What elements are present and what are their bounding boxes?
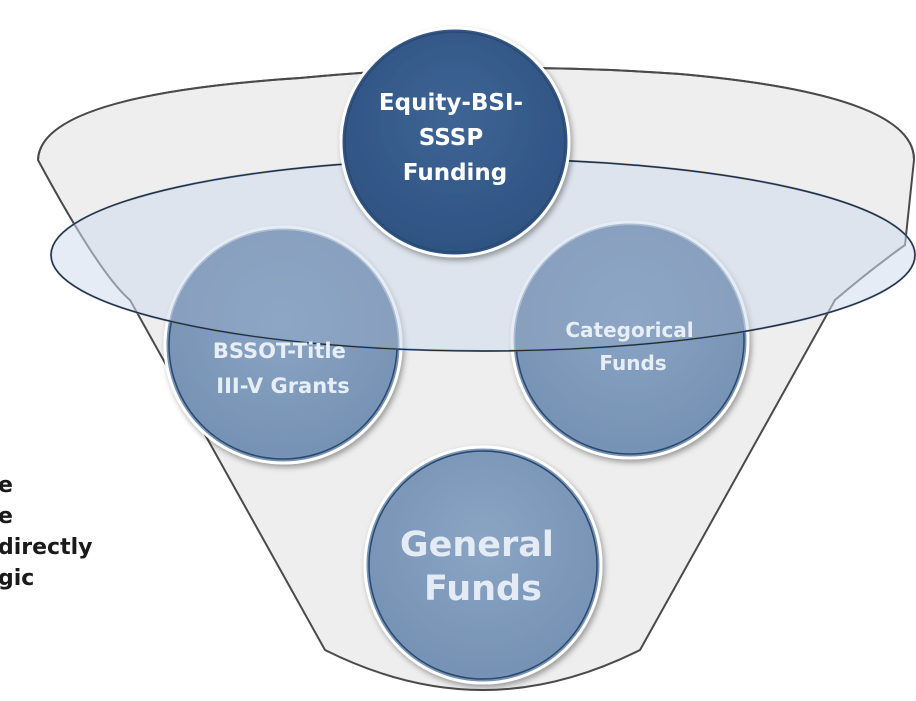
- circle-bottom: [363, 445, 603, 685]
- circle-right-label-line: Funds: [599, 351, 666, 375]
- circle-top-label-line: Funding: [403, 160, 508, 186]
- circle-top: [339, 26, 571, 258]
- side-text-line: directly: [0, 535, 93, 560]
- circle-right-label-line: Categorical: [565, 318, 693, 342]
- circle-left-label-line: III-V Grants: [216, 374, 349, 398]
- circle-bottom-label-line: General: [400, 525, 554, 565]
- circle-top-label: Equity-BSI- SSSP Funding: [379, 90, 531, 186]
- side-text-line: gic: [0, 566, 35, 591]
- side-text-line: e: [0, 504, 13, 529]
- cropped-side-text: e e directly gic: [0, 470, 93, 594]
- circle-top-label-line: Equity-BSI-: [379, 90, 523, 116]
- circle-bottom-label: General Funds: [400, 525, 566, 609]
- circle-top-label-line: SSSP: [419, 125, 484, 151]
- circle-right-label: Categorical Funds: [565, 318, 700, 375]
- circle-left-label: BSSOT-Title III-V Grants: [213, 339, 353, 398]
- circle-left-label-line: BSSOT-Title: [213, 339, 346, 363]
- side-text-line: e: [0, 473, 13, 498]
- circle-bottom-label-line: Funds: [424, 569, 542, 609]
